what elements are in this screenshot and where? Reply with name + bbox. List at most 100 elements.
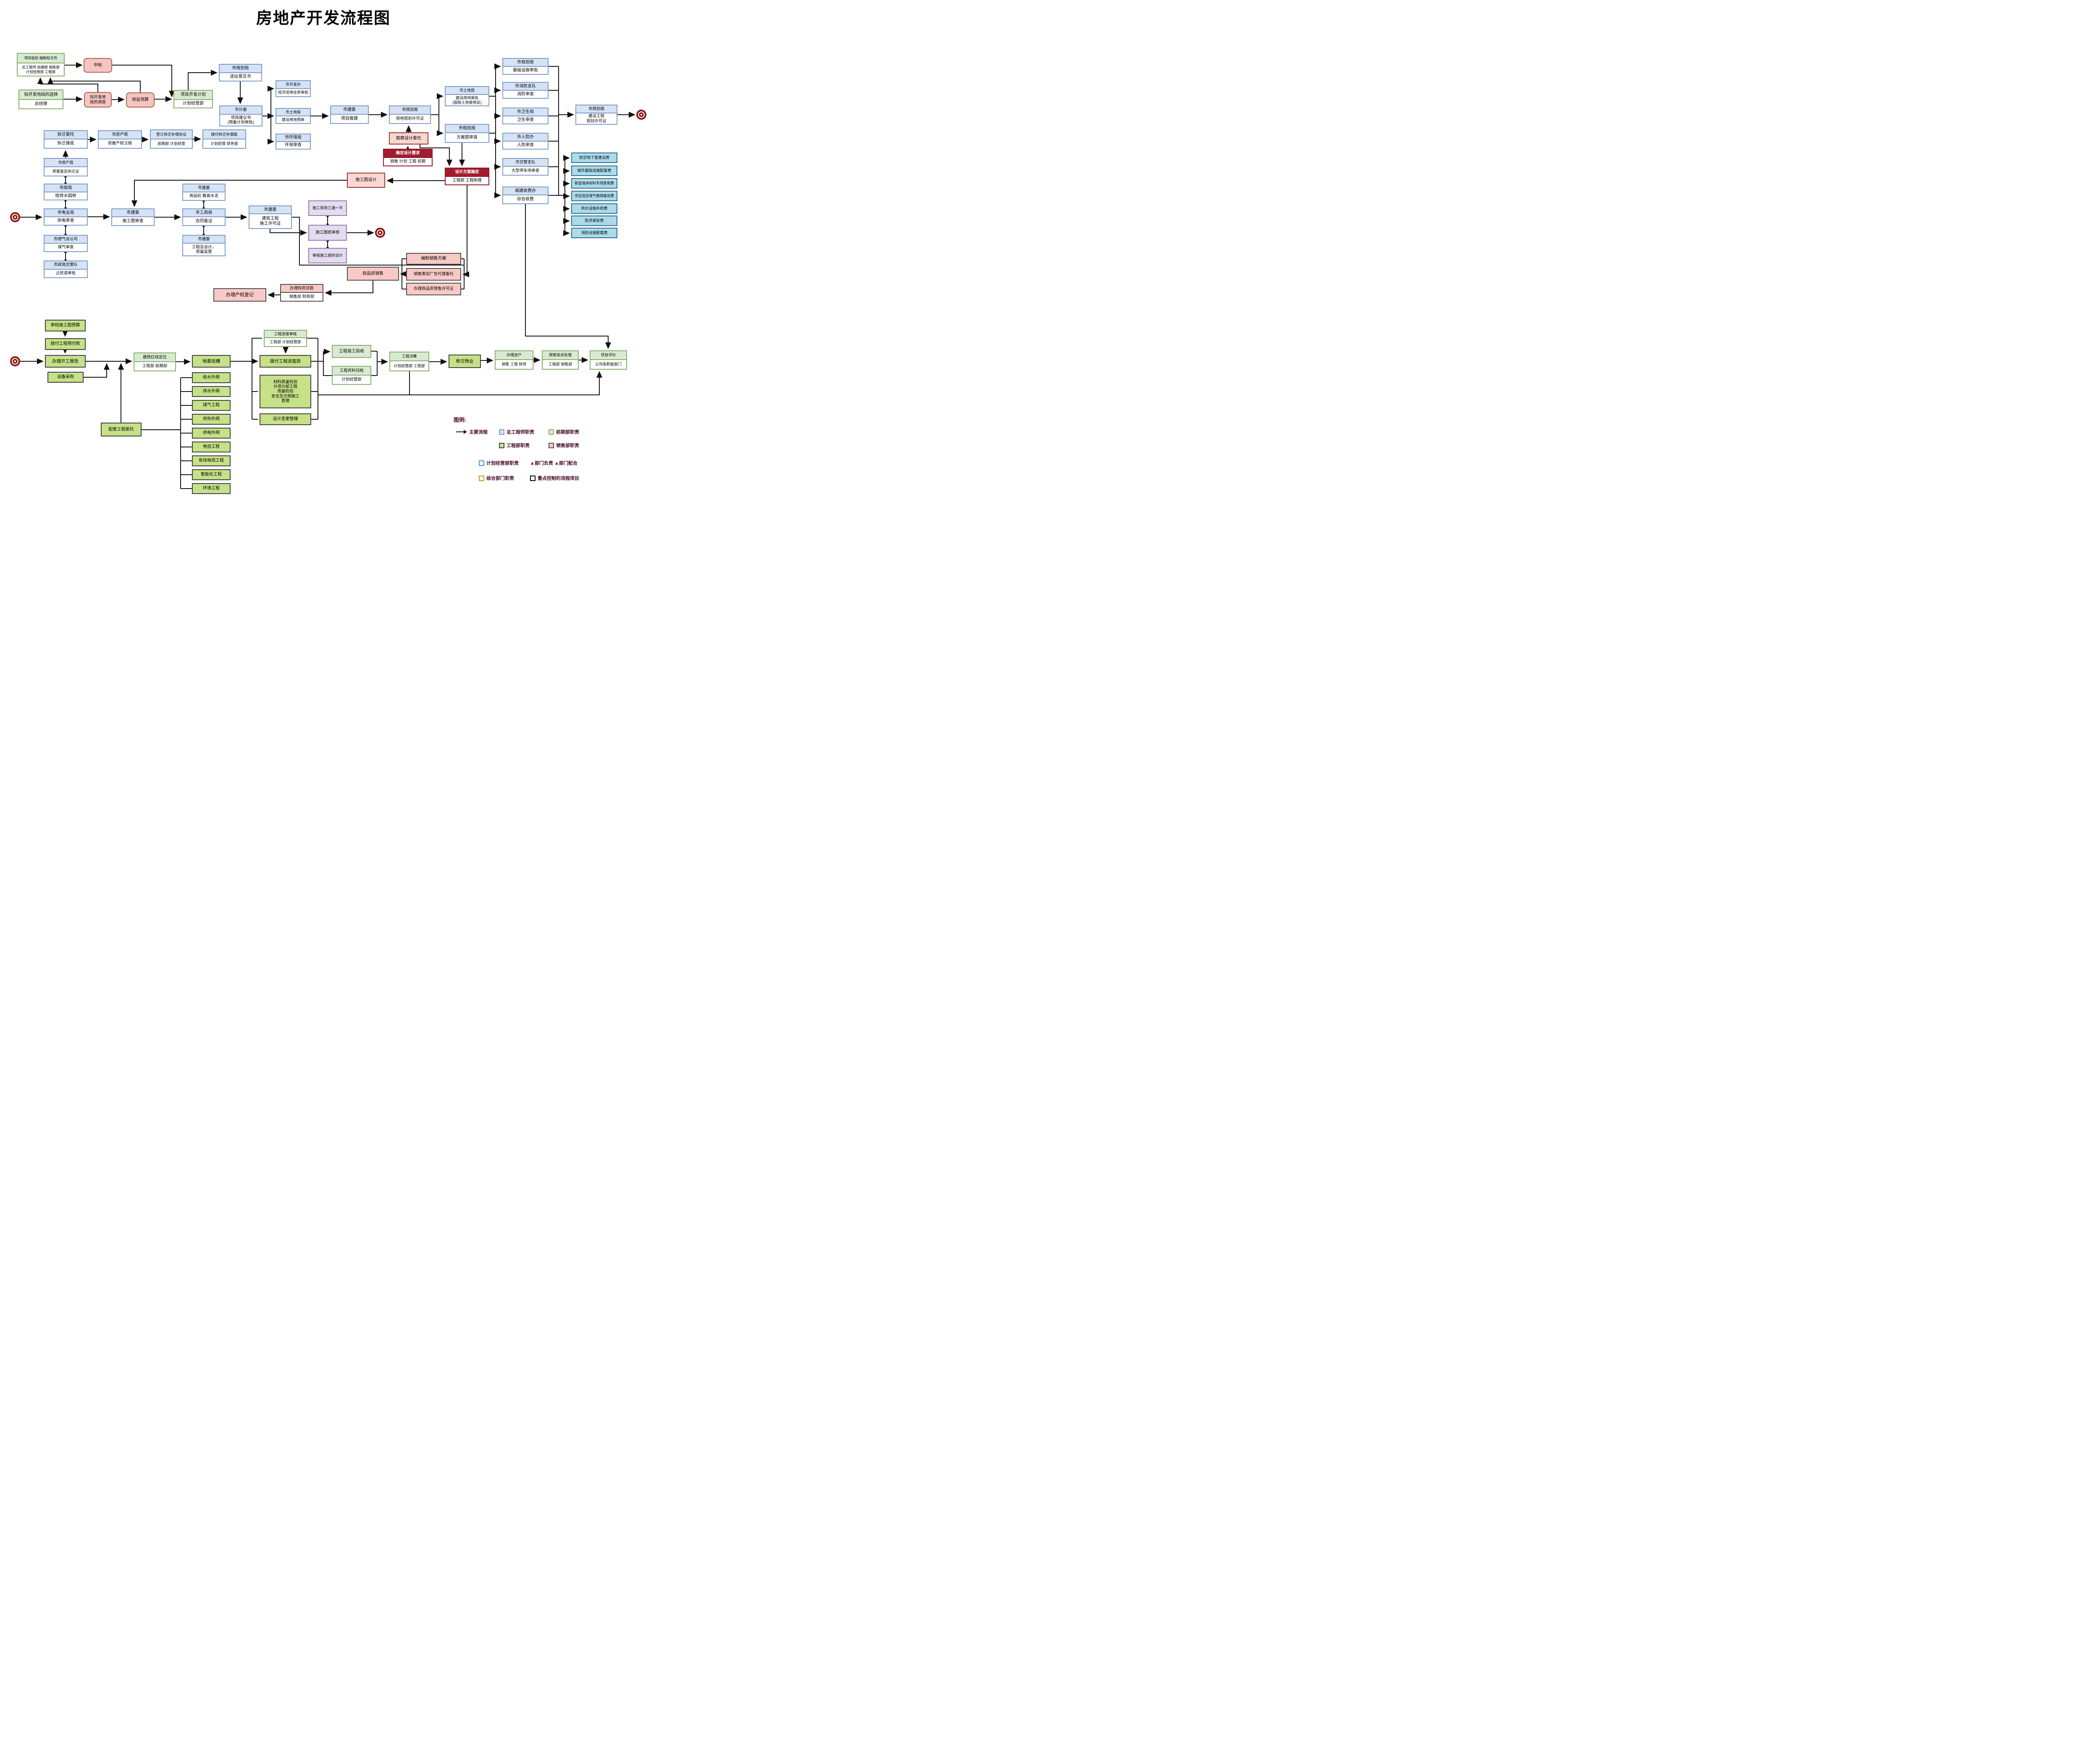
node-jianwei5-body: 建筑工程 施工许可证 bbox=[260, 216, 281, 226]
node-guihua4-body: 建设工程 规划许可证 bbox=[586, 114, 606, 124]
node-tudi2-body: 建设用地审批 (国有土地使用证) bbox=[452, 95, 482, 105]
node-kaifajihua: 项目开发计划计划经营部 bbox=[173, 90, 213, 108]
node-jungong-label: 工程竣工验收 bbox=[339, 349, 364, 354]
node-net4-label: 供热外网 bbox=[203, 417, 220, 422]
node-kaifajihua-header: 项目开发计划 bbox=[174, 91, 212, 100]
node-peitao-label: 配套工程委托 bbox=[108, 427, 134, 432]
node-kaifaban-body: 经济适用住房审批 bbox=[278, 90, 308, 95]
node-guihua1: 市规划局选址意见书 bbox=[219, 64, 262, 81]
node-tuzhi-label: 施工图纸审核 bbox=[315, 230, 340, 235]
node-biangeng-label: 设计变更管理 bbox=[273, 417, 298, 422]
node-fee7: 消防设施配套费 bbox=[571, 228, 617, 238]
node-jianwei3: 市建委商品砼 散装水泥 bbox=[182, 184, 226, 201]
node-chaiqian-header: 拆迁委托 bbox=[45, 131, 87, 139]
node-jinhu-body: 销售 工程 财务 bbox=[501, 362, 527, 367]
node-fee3-label: 新型墙体材料专项使用费 bbox=[575, 181, 614, 186]
node-net6-label: 电信工程 bbox=[203, 444, 220, 450]
plan-swatch-icon bbox=[479, 460, 484, 466]
node-net3: 煤气工程 bbox=[192, 400, 231, 411]
node-jianwei4-header: 市建委 bbox=[183, 236, 225, 244]
node-shoufei: 城建收费办综合收费 bbox=[502, 187, 549, 204]
node-xiaofang-body: 消防审查 bbox=[517, 92, 534, 97]
node-jianwei1-body: 项目报建 bbox=[341, 116, 358, 121]
node-guihua4-header: 市规划局 bbox=[576, 105, 617, 113]
node-fangque-body: 工程部 工程助理 bbox=[452, 178, 482, 183]
node-yufu: 拨付工程预付款 bbox=[45, 338, 86, 350]
node-jindushen-body: 工程部 计划经营部 bbox=[270, 340, 301, 344]
node-yushou: 办理商品房预售许可证 bbox=[406, 283, 461, 295]
node-net5: 供电外网 bbox=[192, 428, 231, 439]
node-fee7-label: 消防设施配套费 bbox=[581, 231, 608, 235]
node-diaocha-label: 拟开发地 段的调查 bbox=[89, 95, 106, 105]
node-bochai: 拨付拆迁补偿款计划经营 财务部 bbox=[202, 129, 246, 149]
node-fangchan1: 市房产局房屋产权注销 bbox=[98, 130, 142, 149]
node-shigongtu: 施工图设计 bbox=[347, 173, 385, 188]
early-swatch-icon bbox=[549, 429, 554, 435]
node-daikuan: 办理购房贷款销售部 财务部 bbox=[280, 284, 323, 302]
node-guihua3-header: 市规划局 bbox=[446, 125, 488, 133]
legend-item-chief: 总工程师职责 bbox=[499, 428, 534, 435]
node-dianye: 市电业局供电审查 bbox=[44, 208, 88, 226]
node-jindu: 拨付工程进度款 bbox=[260, 355, 311, 368]
legend-item-sales: 销售部职责 bbox=[549, 442, 579, 449]
legend-item-eng: 工程部职责 bbox=[499, 442, 530, 449]
node-jianwei5-header: 市建委 bbox=[249, 206, 291, 214]
node-jiwei: 市计委项目建议书 (预备计划审批) bbox=[219, 105, 262, 126]
node-tousu: 顾客投诉处理工程部 销售部 bbox=[542, 350, 579, 370]
node-shoufei-header: 城建收费办 bbox=[503, 187, 548, 195]
node-cehua-label: 销售策划广告代理委托 bbox=[413, 272, 454, 277]
node-xuanze-body: 总经理 bbox=[34, 102, 47, 107]
node-net2-label: 排水外网 bbox=[203, 389, 220, 394]
chief-swatch-icon bbox=[499, 429, 504, 435]
node-weisheng-header: 市卫生局 bbox=[503, 108, 548, 116]
node-bid-header: 项目投标 编制标文件 bbox=[18, 54, 64, 63]
node-ranqi-header: 市燃气总公司 bbox=[45, 236, 87, 244]
node-chaiqian-body: 拆迁摸底 bbox=[57, 141, 74, 146]
node-jiwei-body: 项目建议书 (预备计划审批) bbox=[227, 115, 255, 125]
node-pingjia: 项目评价公司各职能部门 bbox=[590, 350, 627, 370]
node-shizheng-header: 市政局 bbox=[45, 184, 87, 192]
node-gongshang-header: 市工商局 bbox=[183, 209, 225, 217]
node-shizheng: 市政局给排水园林 bbox=[44, 184, 88, 200]
node-jianwei3-header: 市建委 bbox=[183, 184, 225, 192]
node-fee5: 供水设施补助费 bbox=[571, 203, 617, 214]
legend-heading: 图例: bbox=[454, 417, 467, 423]
node-chanquan: 办理产权登记 bbox=[213, 288, 266, 302]
node-fangque-header: 设计方案确定 bbox=[446, 168, 488, 177]
node-fee4: 市区低压煤气管网建设费 bbox=[571, 191, 617, 201]
node-xuanze-header: 拟开发地段的选择 bbox=[19, 90, 63, 100]
node-shebei-label: 设备采购 bbox=[57, 375, 74, 380]
node-yijiao: 移交物业 bbox=[449, 355, 481, 368]
node-jianwei4-body: 工程及设计， 质量监督 bbox=[192, 244, 216, 254]
node-yufu-label: 拨付工程预付款 bbox=[50, 342, 80, 347]
node-net4: 供热外网 bbox=[192, 414, 231, 425]
node-yancao-label: 地基验槽 bbox=[202, 358, 220, 364]
node-zuzhi-label: 审核施工组织设计 bbox=[312, 253, 343, 258]
node-queding: 确定设计要求销售 计划 工程 前期 bbox=[383, 149, 433, 166]
node-xiaoyi-label: 效益测算 bbox=[132, 97, 149, 103]
node-hongxian: 建筑红线定位工程部 前期部 bbox=[134, 352, 176, 371]
node-daikuan-header: 办理购房贷款 bbox=[281, 285, 323, 293]
node-guidang-body: 计划经营部 bbox=[341, 377, 362, 382]
node-kaifajihua-body: 计划经营部 bbox=[183, 101, 204, 106]
node-net2: 排水外网 bbox=[192, 386, 231, 397]
node-xiaoshou-label: 商品房销售 bbox=[362, 271, 383, 276]
node-juesuan: 工程决算计划经营部 工程部 bbox=[389, 352, 429, 371]
flow-arrow-icon bbox=[456, 430, 467, 434]
node-ranqi-body: 煤气审查 bbox=[58, 245, 74, 250]
node-huanbao-header: 市环保局 bbox=[276, 134, 310, 142]
node-jindushen-header: 工程进度审核 bbox=[265, 331, 306, 338]
node-tudi2-header: 市土地局 bbox=[446, 87, 488, 95]
node-zhanwa-body: 占挖道审批 bbox=[55, 271, 76, 276]
node-fangchan1-header: 市房产局 bbox=[99, 131, 141, 139]
node-jianwei5: 市建委建筑工程 施工许可证 bbox=[249, 205, 292, 229]
general-swatch-icon bbox=[479, 475, 484, 481]
node-yusuan-label: 审核施工图预算 bbox=[50, 323, 80, 328]
node-fee6-label: 防洪保安费 bbox=[585, 218, 604, 223]
node-weisheng: 市卫生局卫生审查 bbox=[502, 108, 549, 124]
key-control-swatch-icon bbox=[530, 475, 536, 481]
node-santong: 施工现场三通一平 bbox=[308, 200, 347, 216]
node-pingjia-body: 公司各职能部门 bbox=[595, 362, 622, 367]
node-xiaofang: 市消防支队消防审查 bbox=[502, 82, 549, 99]
node-guidang-header: 工程资料归档 bbox=[333, 367, 370, 376]
